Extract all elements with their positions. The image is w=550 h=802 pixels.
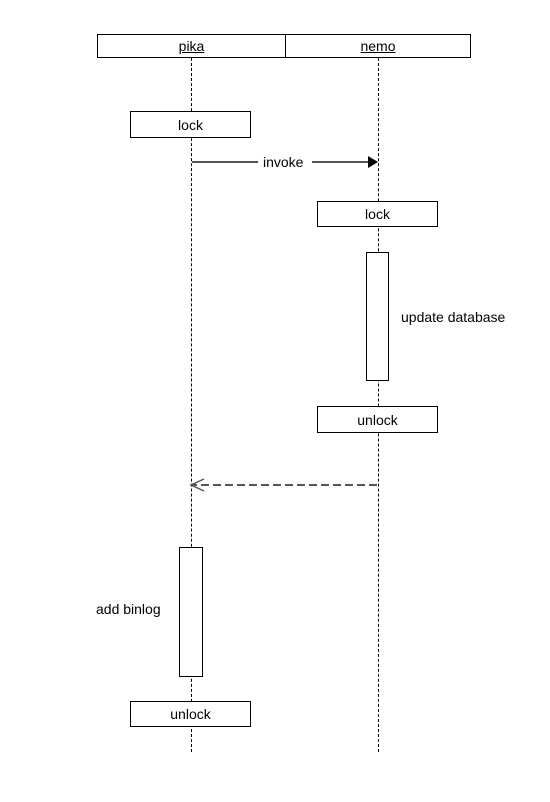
nemo-lock-box[interactable]: lock — [317, 201, 438, 227]
pika-activation-bar[interactable] — [179, 547, 203, 677]
participant-nemo-label: nemo — [360, 38, 396, 54]
invoke-arrow[interactable] — [192, 156, 378, 168]
pika-lock-box[interactable]: lock — [130, 111, 251, 138]
nemo-lifeline — [378, 58, 379, 752]
participant-pika-label: pika — [178, 38, 205, 54]
return-arrow[interactable] — [189, 478, 377, 492]
nemo-activation-bar[interactable] — [366, 252, 389, 381]
nemo-unlock-box[interactable]: unlock — [317, 406, 438, 433]
nemo-lock-label: lock — [365, 206, 390, 222]
participant-nemo[interactable]: nemo — [285, 34, 471, 58]
update-database-label: update database — [401, 309, 506, 325]
invoke-label: invoke — [263, 154, 304, 170]
participant-pika[interactable]: pika — [97, 34, 286, 58]
add-binlog-label: add binlog — [96, 601, 161, 617]
pika-unlock-label: unlock — [170, 706, 211, 722]
pika-lock-label: lock — [178, 116, 203, 133]
pika-lifeline — [191, 58, 192, 752]
pika-unlock-box[interactable]: unlock — [130, 701, 251, 727]
nemo-unlock-label: unlock — [357, 411, 398, 428]
